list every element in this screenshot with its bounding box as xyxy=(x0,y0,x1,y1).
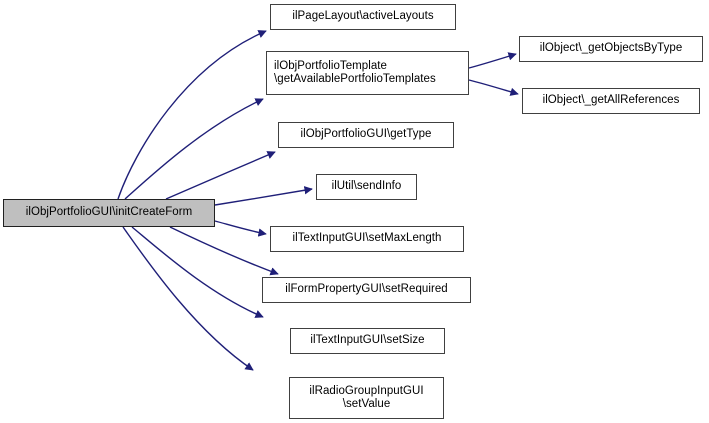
graph-node-active-layouts[interactable]: ilPageLayout\activeLayouts xyxy=(270,4,456,30)
call-edge xyxy=(214,220,267,237)
graph-node-label: ilTextInputGUI\setMaxLength xyxy=(292,232,442,245)
graph-node-set-value[interactable]: ilRadioGroupInputGUI \setValue xyxy=(289,377,444,419)
call-edge xyxy=(131,226,264,318)
graph-node-get-all-references[interactable]: ilObject\_getAllReferences xyxy=(522,88,700,114)
graph-node-label: ilPageLayout\activeLayouts xyxy=(292,10,434,23)
call-edge xyxy=(214,186,313,206)
graph-node-label: ilObject\_getAllReferences xyxy=(542,94,680,107)
graph-node-label: ilFormPropertyGUI\setRequired xyxy=(285,283,448,296)
call-edge xyxy=(169,226,279,276)
graph-node-get-available-portfolio-templates[interactable]: ilObjPortfolioTemplate \getAvailablePort… xyxy=(266,51,469,95)
graph-node-get-objects-by-type[interactable]: ilObject\_getObjectsByType xyxy=(519,36,703,62)
call-edge xyxy=(117,30,267,200)
call-edge xyxy=(122,226,254,371)
call-edge xyxy=(165,151,276,200)
graph-node-label: ilTextInputGUI\setSize xyxy=(310,334,425,347)
call-edge xyxy=(468,79,519,96)
graph-node-set-required[interactable]: ilFormPropertyGUI\setRequired xyxy=(262,277,471,303)
graph-node-get-type[interactable]: ilObjPortfolioGUI\getType xyxy=(278,122,454,148)
graph-node-label: ilObjPortfolioGUI\getType xyxy=(300,128,432,141)
graph-node-label: ilUtil\sendInfo xyxy=(331,180,402,193)
graph-node-label: ilObjPortfolioGUI\initCreateForm xyxy=(25,206,193,219)
call-graph-edges xyxy=(117,30,519,371)
graph-node-root[interactable]: ilObjPortfolioGUI\initCreateForm xyxy=(3,199,215,227)
graph-node-label: ilRadioGroupInputGUI \setValue xyxy=(309,384,424,411)
graph-node-send-info[interactable]: ilUtil\sendInfo xyxy=(316,174,417,200)
graph-node-set-max-length[interactable]: ilTextInputGUI\setMaxLength xyxy=(270,226,464,252)
call-edge xyxy=(468,52,517,69)
graph-node-set-size[interactable]: ilTextInputGUI\setSize xyxy=(290,328,445,354)
call-edge xyxy=(124,98,264,200)
graph-node-label: ilObject\_getObjectsByType xyxy=(539,42,683,55)
graph-node-label: ilObjPortfolioTemplate \getAvailablePort… xyxy=(274,59,436,86)
